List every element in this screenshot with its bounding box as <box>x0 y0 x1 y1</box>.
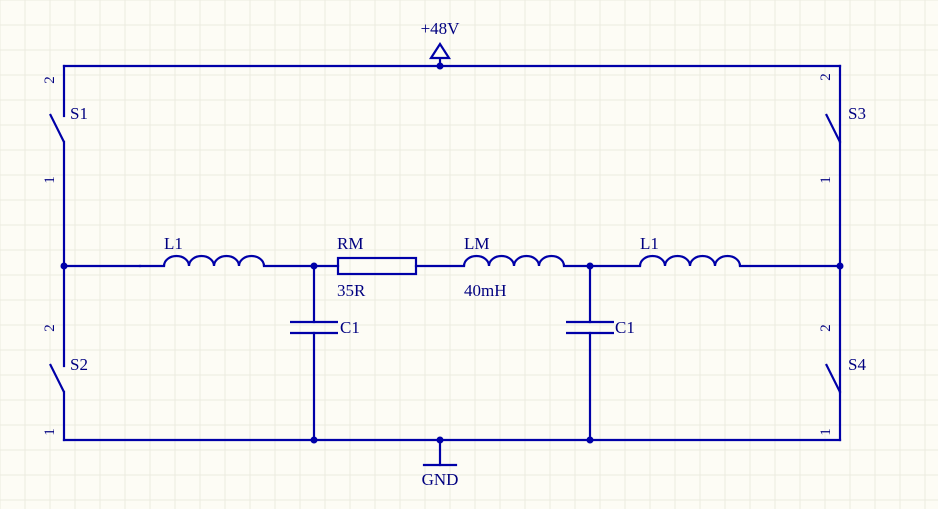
c1-right-label: C1 <box>615 318 635 337</box>
s4-pin-2: 2 <box>818 324 834 332</box>
l1-left-label: L1 <box>164 234 183 253</box>
c1-left-label: C1 <box>340 318 360 337</box>
capacitor-c1-left: C1 <box>290 264 360 442</box>
junction-mid-right <box>836 262 844 270</box>
s2-pin-2: 2 <box>42 324 58 332</box>
resistor-rm: RM 35R <box>336 234 418 300</box>
s4-pin-1: 1 <box>818 428 834 436</box>
s2-label: S2 <box>70 355 88 374</box>
inductor-l1-right: L1 <box>638 234 742 267</box>
s3-pin-1: 1 <box>818 176 834 184</box>
capacitor-c1-right: C1 <box>566 264 635 442</box>
lm-label: LM <box>464 234 490 253</box>
s3-label: S3 <box>848 104 866 123</box>
s1-pin-2: 2 <box>42 76 58 84</box>
switch-s2: S2 2 1 <box>42 264 88 442</box>
switch-s4: S4 2 1 <box>818 264 866 442</box>
s1-label: S1 <box>70 104 88 123</box>
s3-pin-2: 2 <box>818 73 834 81</box>
s1-pin-1: 1 <box>42 176 58 184</box>
supply-label: +48V <box>421 19 461 38</box>
junction-top <box>436 62 444 70</box>
s2-pin-1: 1 <box>42 428 58 436</box>
inductor-lm: LM 40mH <box>462 234 566 300</box>
s4-label: S4 <box>848 355 866 374</box>
rm-label: RM <box>337 234 363 253</box>
rm-value: 35R <box>337 281 366 300</box>
switch-s1: S1 2 1 <box>42 64 88 268</box>
inductor-l1-left: L1 <box>138 234 266 268</box>
ground-port: GND <box>422 438 459 489</box>
power-port-48v: +48V <box>421 19 461 68</box>
lm-value: 40mH <box>464 281 507 300</box>
ground-label: GND <box>422 470 459 489</box>
switch-s3: S3 2 1 <box>818 64 866 268</box>
l1-right-label: L1 <box>640 234 659 253</box>
junction-mid-left <box>60 262 68 270</box>
